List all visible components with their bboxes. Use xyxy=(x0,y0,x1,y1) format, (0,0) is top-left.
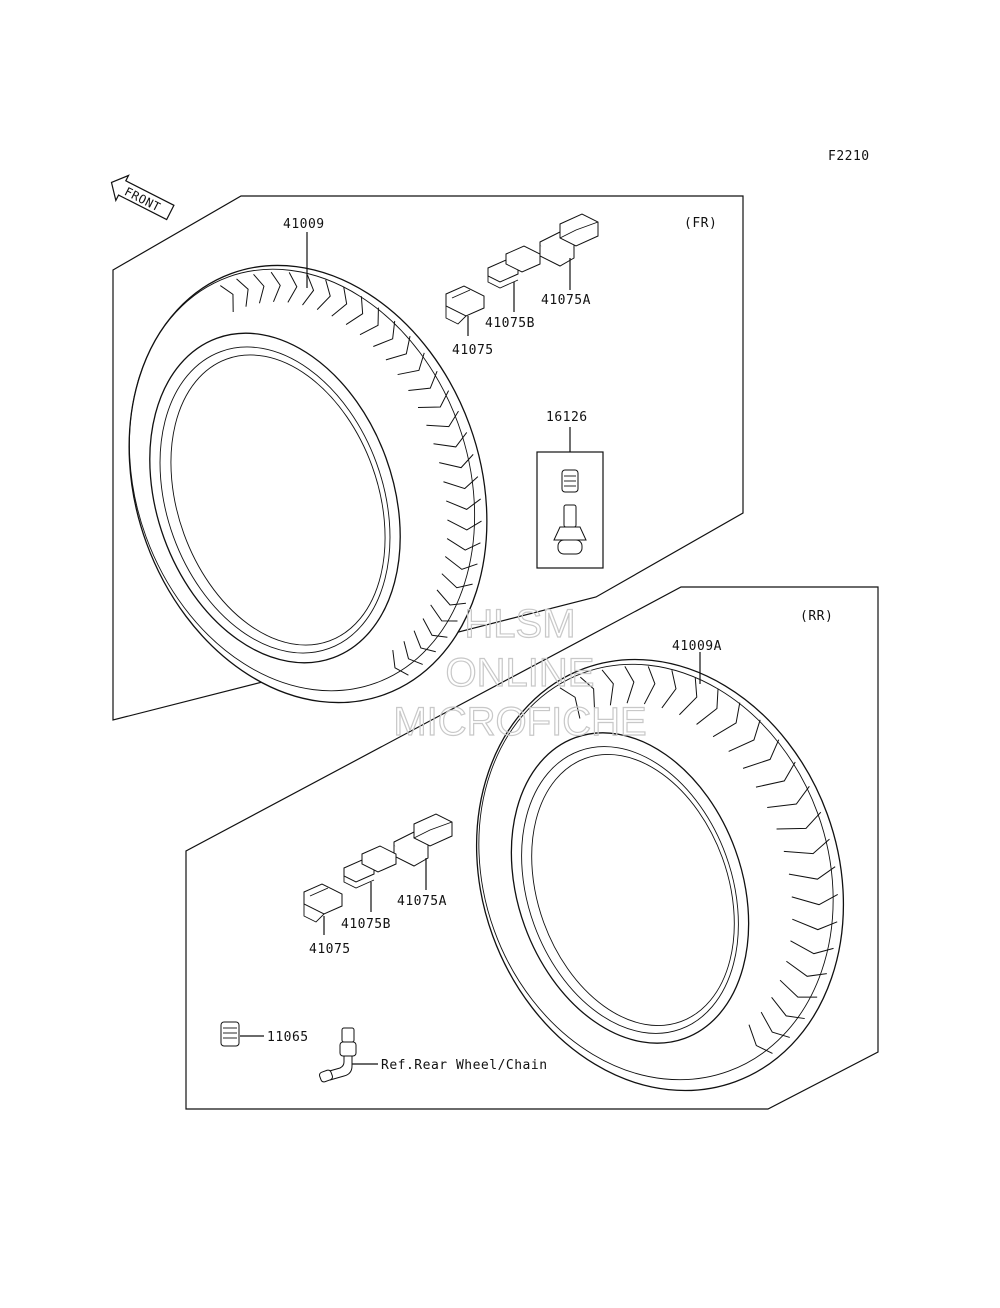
tread-mark xyxy=(433,432,468,448)
tread-mark xyxy=(712,702,741,738)
tread-mark xyxy=(426,410,459,428)
front-valve-label: 16126 xyxy=(546,410,588,425)
tread-mark xyxy=(742,739,780,769)
rear-weight-icon xyxy=(303,883,343,923)
rear-weight-b-label: 41075B xyxy=(341,917,391,932)
tread-mark xyxy=(413,630,436,653)
tread-mark xyxy=(790,940,834,955)
tread-mark xyxy=(316,279,331,310)
front-weight-b-label: 41075B xyxy=(485,316,535,331)
tread-mark xyxy=(444,556,478,570)
tread-mark xyxy=(236,278,249,307)
tread-mark xyxy=(345,296,364,325)
tread-mark xyxy=(441,573,473,589)
watermark-line2: ONLINE xyxy=(446,651,595,695)
tread-mark xyxy=(422,618,448,638)
rear-weight-a-icon xyxy=(393,813,453,867)
front-weight-a-label: 41075A xyxy=(541,293,591,308)
rear-valve-cap-icon xyxy=(220,1021,240,1047)
watermark: HLSM ONLINE MICROFICHE xyxy=(393,601,648,744)
tread-mark xyxy=(760,1011,790,1038)
tread-mark xyxy=(392,650,409,676)
front-valve-box xyxy=(536,451,604,569)
tread-mark xyxy=(792,918,838,931)
tread-mark xyxy=(443,476,479,490)
tread-mark xyxy=(783,838,830,855)
rear-section-tag: (RR) xyxy=(800,609,833,624)
tread-mark xyxy=(270,271,281,302)
tread-mark xyxy=(748,1024,773,1054)
tread-mark xyxy=(601,669,614,706)
rear-cap-label: 11065 xyxy=(267,1030,309,1045)
tread-mark xyxy=(776,811,822,830)
tread-mark xyxy=(331,286,348,317)
rear-angled-valve-icon xyxy=(318,1027,357,1083)
tread-mark xyxy=(253,274,265,304)
tread-mark xyxy=(624,666,635,704)
tread-mark xyxy=(446,498,481,510)
rear-tire xyxy=(475,658,845,1092)
front-tire xyxy=(128,264,488,704)
front-weight-a-icon xyxy=(539,213,599,267)
tread-mark xyxy=(403,641,423,665)
tread-mark xyxy=(417,390,450,408)
rear-tire-label: 41009A xyxy=(672,639,722,654)
tread-mark xyxy=(436,589,466,606)
tread-mark xyxy=(696,688,719,725)
tread-mark xyxy=(408,370,438,391)
front-tire-label: 41009 xyxy=(283,217,325,232)
tread-mark xyxy=(287,272,298,303)
rear-weight-label: 41075 xyxy=(309,942,351,957)
watermark-line1: HLSM xyxy=(464,602,575,646)
tread-mark xyxy=(786,960,827,977)
tread-mark xyxy=(430,604,458,622)
tread-mark xyxy=(220,285,234,313)
valve-stem-icon xyxy=(553,504,587,555)
tread-mark xyxy=(447,519,482,531)
front-arrow-icon: FRONT xyxy=(110,174,175,221)
tread-mark xyxy=(359,307,379,336)
front-weight-icon xyxy=(445,285,485,325)
tread-mark xyxy=(771,996,805,1020)
tread-mark xyxy=(755,761,796,788)
tread-mark xyxy=(788,866,836,880)
tread-mark xyxy=(385,336,411,361)
tread-mark xyxy=(767,786,810,808)
tread-mark xyxy=(643,666,656,705)
front-section-tag: (FR) xyxy=(684,216,717,231)
rear-section-frame xyxy=(185,586,879,1110)
tread-mark xyxy=(439,454,474,469)
rear-ref-label: Ref.Rear Wheel/Chain xyxy=(381,1058,548,1073)
tread-mark xyxy=(397,352,425,376)
tread-mark xyxy=(373,320,396,347)
tread-mark xyxy=(728,719,761,752)
valve-cap-icon xyxy=(561,469,579,493)
tread-mark xyxy=(679,677,698,716)
front-section-frame xyxy=(112,195,744,721)
watermark-line3: MICROFICHE xyxy=(393,700,646,744)
front-weight-label: 41075 xyxy=(452,343,494,358)
rear-weight-a-label: 41075A xyxy=(397,894,447,909)
rear-weight-b-icon xyxy=(343,845,397,889)
tread-mark xyxy=(446,538,481,551)
tread-mark xyxy=(661,670,677,709)
tread-mark xyxy=(302,274,315,306)
tread-mark xyxy=(779,979,818,998)
figure-code: F2210 xyxy=(828,149,870,164)
tread-mark xyxy=(559,687,581,719)
front-weight-b-icon xyxy=(487,245,541,289)
tread-mark xyxy=(791,893,838,906)
tread-mark xyxy=(579,676,596,711)
